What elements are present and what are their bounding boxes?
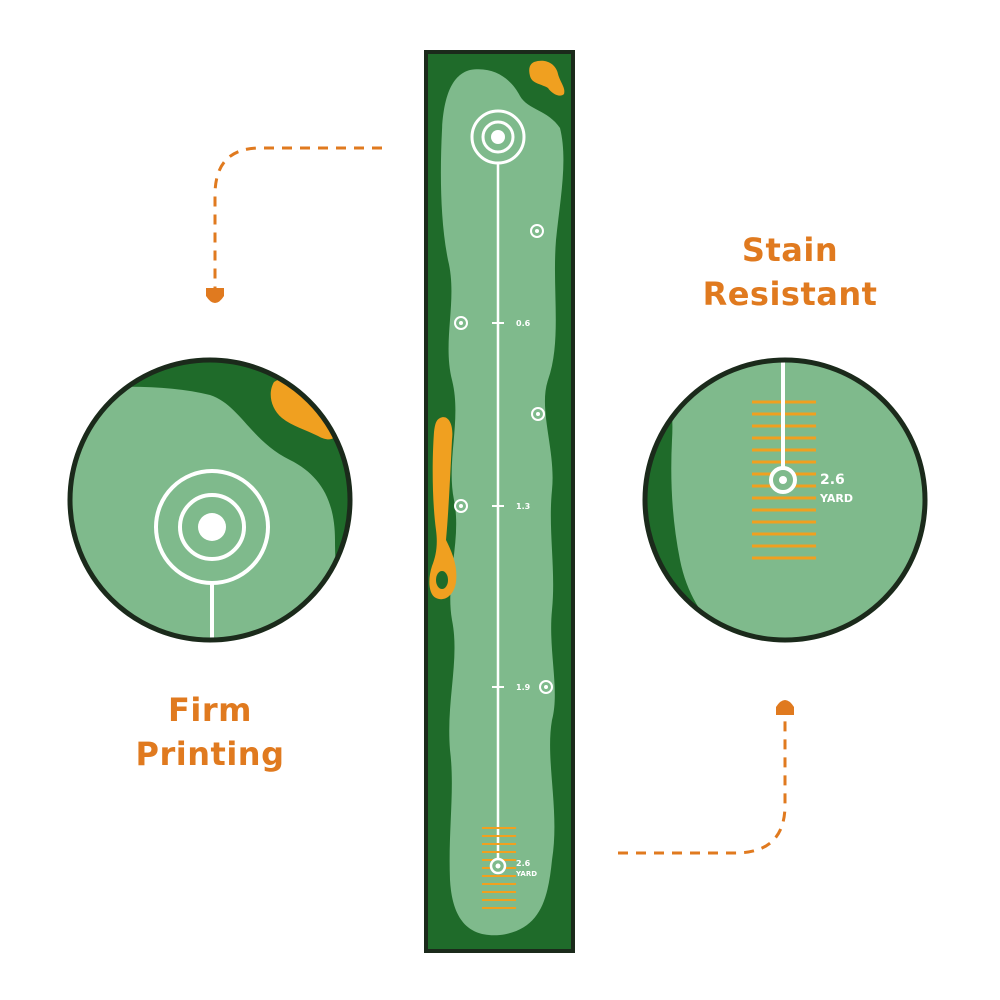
zoom-circle-stain-resistant: 2.6 YARD (642, 357, 928, 643)
arrow-down-icon (206, 288, 224, 303)
small-hole (454, 499, 468, 513)
sand-trap-top (529, 60, 565, 96)
target-inner-ring (481, 120, 515, 154)
small-hole (530, 224, 544, 238)
stain-line1: Stain (741, 231, 839, 269)
yard-label: YARD (515, 870, 537, 878)
distance-label-26: 2.6 (516, 859, 531, 868)
sand-trap-left (429, 417, 457, 600)
callout-arrow-right (618, 700, 794, 855)
stain-line2: Resistant (702, 275, 878, 313)
zoom-unit-label: YARD (819, 492, 853, 505)
sand-trap-left-hole (436, 571, 448, 589)
small-hole (531, 407, 545, 421)
callout-arrow-left (206, 146, 382, 303)
firm-line1: Firm (168, 691, 252, 729)
zoom-distance-label: 2.6 (820, 472, 845, 488)
alignment-stripes (482, 827, 516, 909)
firm-line2: Printing (135, 735, 285, 773)
small-holes (454, 224, 553, 694)
small-hole (454, 316, 468, 330)
zoom-circle-firm-printing (67, 357, 353, 643)
distance-label-13: 1.3 (516, 502, 530, 511)
target-cup (491, 130, 505, 144)
distance-label-19: 1.9 (516, 683, 531, 692)
putting-mat: 0.6 1.3 1.9 (424, 50, 575, 953)
feature-label-stain-resistant: Stain Resistant (680, 228, 900, 316)
arrow-up-icon (776, 700, 794, 715)
feature-label-firm-printing: Firm Printing (110, 688, 310, 776)
distance-label-06: 0.6 (516, 319, 531, 328)
mat-fairway (440, 69, 564, 936)
small-hole (539, 680, 553, 694)
